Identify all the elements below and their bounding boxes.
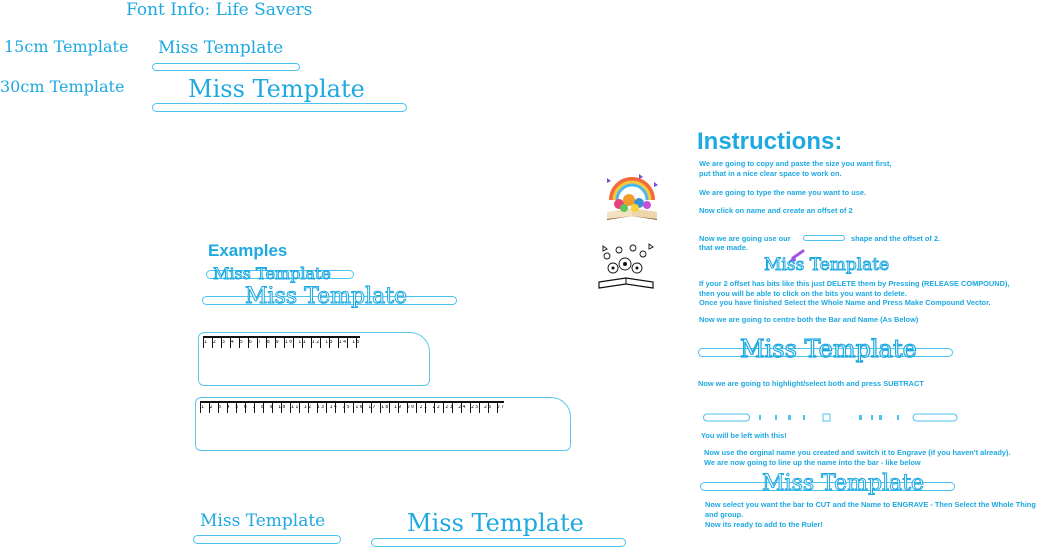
instruction-line-14: Now use the orginal name you created and… [704,448,1011,457]
instruction-line-18: Now its ready to add to the Ruler! [705,520,823,529]
template-name-15cm: Miss Template [158,38,284,58]
instructions-heading: Instructions: [697,128,843,155]
instruction-line-7: that we made. [699,243,748,252]
instruction-line-3: We are going to type the name you want t… [699,188,866,197]
instruction-line-10: Once you have finished Select the Whole … [699,298,991,307]
instruction-line-8: If your 2 offset has bits like this just… [699,279,1010,288]
instruction-line-9: then you will be able to click on the bi… [699,289,907,298]
final-name-example: Miss Template [761,471,925,497]
template-bar-15cm[interactable] [152,63,300,71]
ruler-30cm-numbers: 1 2 3 4 5 6 7 8 9 10 11 12 13 14 15 16 1… [201,405,505,410]
template-name-30cm: Miss Template [188,75,365,103]
template-bar-30cm[interactable] [152,103,407,112]
bottom-template-name-large: Miss Template [407,509,584,537]
final-bar-example [700,482,955,491]
label-30cm-template: 30cm Template [0,77,125,96]
centred-bar-example [698,348,953,357]
instruction-line-17: and group. [705,510,744,519]
label-15cm-template: 15cm Template [4,37,129,56]
instruction-line-13: You will be left with this! [701,431,787,440]
instruction-line-15: We are now going to line up the name int… [704,458,921,467]
bottom-template-bar-large[interactable] [371,538,626,547]
instruction-line-5: Now we are going use our [699,234,791,243]
ruler-15cm-ticks [203,336,360,348]
font-info-heading: Font Info: Life Savers [126,0,313,20]
example-name-small: Miss Template [213,264,332,284]
ruler-30cm-ticks [200,401,504,413]
offset-name-example: Miss Template [763,255,890,276]
instruction-line-11: Now we are going to centre both the Bar … [699,315,919,324]
line-art-book-illustration[interactable] [593,238,659,292]
colorful-book-illustration[interactable] [599,170,665,226]
centred-name-example: Miss Template [739,334,917,363]
instruction-line-6: shape and the offset of 2. [851,234,941,243]
example-bar-large[interactable] [202,296,457,305]
instruction-bar-shape [803,235,845,241]
ruler-15cm-numbers: 1 2 3 4 5 6 7 8 9 10 11 12 13 14 15 [204,340,361,345]
instruction-line-1: We are going to copy and paste the size … [699,159,892,168]
bottom-template-bar-small[interactable] [193,535,341,544]
example-bar-small[interactable] [206,270,354,279]
subtract-result-example [703,409,958,422]
bottom-template-name-small: Miss Template [200,511,326,531]
instruction-line-12: Now we are going to highlight/select bot… [698,379,924,388]
instruction-line-16: Now select you want the bar to CUT and t… [705,500,1036,509]
examples-heading: Examples [208,241,288,260]
purple-arrow-icon [787,248,805,267]
instruction-line-2: put that in a nice clear space to work o… [699,169,842,178]
instruction-line-4: Now click on name and create an offset o… [699,206,853,215]
example-name-large: Miss Template [244,284,408,310]
